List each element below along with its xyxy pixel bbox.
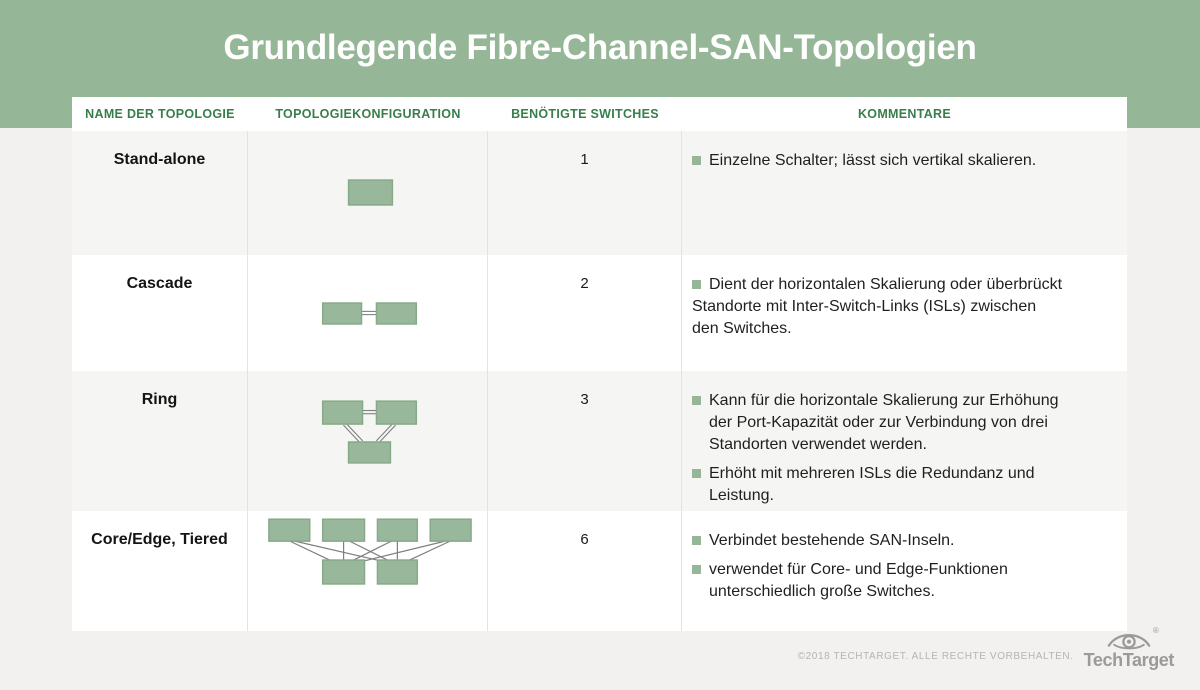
comment-item: Kann für die horizontale Skalierung zur …: [692, 390, 1109, 456]
comment-text: Kann für die horizontale Skalierung zur …: [709, 392, 1059, 453]
comment-list: Einzelne Schalter; lässt sich vertikal s…: [682, 131, 1127, 255]
switch-box: [376, 518, 419, 542]
topology-diagram-cell: [248, 255, 488, 371]
switch-topology-diagram: [321, 302, 418, 325]
switch-box: [321, 400, 364, 425]
switch-count-cell: 6: [488, 511, 682, 631]
switch-count: 2: [580, 275, 589, 292]
switch-box: [429, 518, 472, 542]
table-row: Core/Edge, Tiered 6 Verbindet bestehende…: [72, 511, 1127, 631]
topology-table: NAME DER TOPOLOGIE TOPOLOGIEKONFIGURATIO…: [72, 97, 1127, 631]
switch-topology-diagram: [347, 179, 394, 206]
switch-count-cell: 2: [488, 255, 682, 371]
comment-item: verwendet für Core- und Edge-Funktionen …: [692, 559, 1109, 603]
switch-count-cell: 3: [488, 371, 682, 511]
techtarget-wordmark: TechTarget: [1083, 650, 1175, 670]
bullet-square-icon: [692, 280, 701, 289]
column-header-switches: BENÖTIGTE SWITCHES: [511, 107, 659, 121]
switch-count-cell: 1: [488, 131, 682, 255]
switch-box: [321, 518, 366, 542]
switch-topology-diagram: [268, 518, 472, 585]
bullet-square-icon: [692, 469, 701, 478]
eye-icon: ®: [1106, 627, 1159, 650]
techtarget-logo: ® TechTarget: [1083, 627, 1175, 670]
comment-list: Dient der horizontalen Skalierung oder ü…: [682, 255, 1127, 371]
table-row: Ring 3 Kann für die horizontale Skalieru…: [72, 371, 1127, 511]
comment-text: Einzelne Schalter; lässt sich vertikal s…: [709, 152, 1037, 169]
switch-box: [376, 559, 419, 585]
switch-count: 3: [580, 391, 589, 408]
switch-box: [347, 179, 394, 206]
column-header-name: NAME DER TOPOLOGIE: [85, 107, 235, 121]
topology-name-cell: Ring: [72, 371, 248, 511]
topology-name: Stand-alone: [113, 151, 206, 168]
topology-name: Ring: [141, 391, 178, 408]
topology-name-cell: Cascade: [72, 255, 248, 371]
switch-count: 1: [580, 151, 589, 168]
comment-item: Dient der horizontalen Skalierung oder ü…: [692, 274, 1109, 340]
footer: ©2018 TECHTARGET. ALLE RECHTE VORBEHALTE…: [797, 627, 1175, 670]
switch-topology-diagram: [321, 400, 418, 464]
switch-box: [347, 441, 392, 464]
switch-box: [268, 518, 311, 542]
switch-box: [321, 559, 366, 585]
comment-text: verwendet für Core- und Edge-Funktionen …: [709, 561, 1008, 600]
table-body: Stand-alone 1 Einzelne Schalter; lässt s…: [72, 131, 1127, 631]
table-row: Stand-alone 1 Einzelne Schalter; lässt s…: [72, 131, 1127, 255]
bullet-square-icon: [692, 396, 701, 405]
topology-name-cell: Stand-alone: [72, 131, 248, 255]
footer-copyright: ©2018 TECHTARGET. ALLE RECHTE VORBEHALTE…: [797, 651, 1074, 662]
topology-name: Cascade: [126, 275, 193, 292]
comment-text: Verbindet bestehende SAN-Inseln.: [709, 532, 955, 549]
comment-list: Kann für die horizontale Skalierung zur …: [682, 371, 1127, 511]
topology-diagram-cell: [248, 371, 488, 511]
table-row: Cascade 2 Dient der horizontalen Skalier…: [72, 255, 1127, 371]
bullet-square-icon: [692, 536, 701, 545]
bullet-square-icon: [692, 156, 701, 165]
bullet-square-icon: [692, 565, 701, 574]
page-title: Grundlegende Fibre-Channel-SAN-Topologie…: [223, 28, 977, 67]
comment-text: Erhöht mit mehreren ISLs die Redundanz u…: [709, 465, 1035, 504]
topology-name: Core/Edge, Tiered: [91, 531, 228, 548]
column-header-configuration: TOPOLOGIEKONFIGURATION: [275, 107, 461, 121]
table-header-row: NAME DER TOPOLOGIE TOPOLOGIEKONFIGURATIO…: [72, 97, 1127, 131]
column-header-comments: KOMMENTARE: [857, 107, 952, 121]
switch-box: [375, 302, 418, 325]
comment-text: Dient der horizontalen Skalierung oder ü…: [692, 276, 1063, 337]
topology-diagram-cell: [248, 511, 488, 631]
comment-item: Verbindet bestehende SAN-Inseln.: [692, 530, 1109, 552]
topology-diagram-cell: [248, 131, 488, 255]
topology-name-cell: Core/Edge, Tiered: [72, 511, 248, 631]
switch-box: [321, 302, 363, 325]
comment-item: Einzelne Schalter; lässt sich vertikal s…: [692, 150, 1109, 172]
comment-list: Verbindet bestehende SAN-Inseln. verwende…: [682, 511, 1127, 631]
switch-box: [375, 400, 418, 425]
registered-mark: ®: [1152, 626, 1159, 635]
comment-item: Erhöht mit mehreren ISLs die Redundanz u…: [692, 463, 1109, 507]
switch-count: 6: [580, 531, 589, 548]
